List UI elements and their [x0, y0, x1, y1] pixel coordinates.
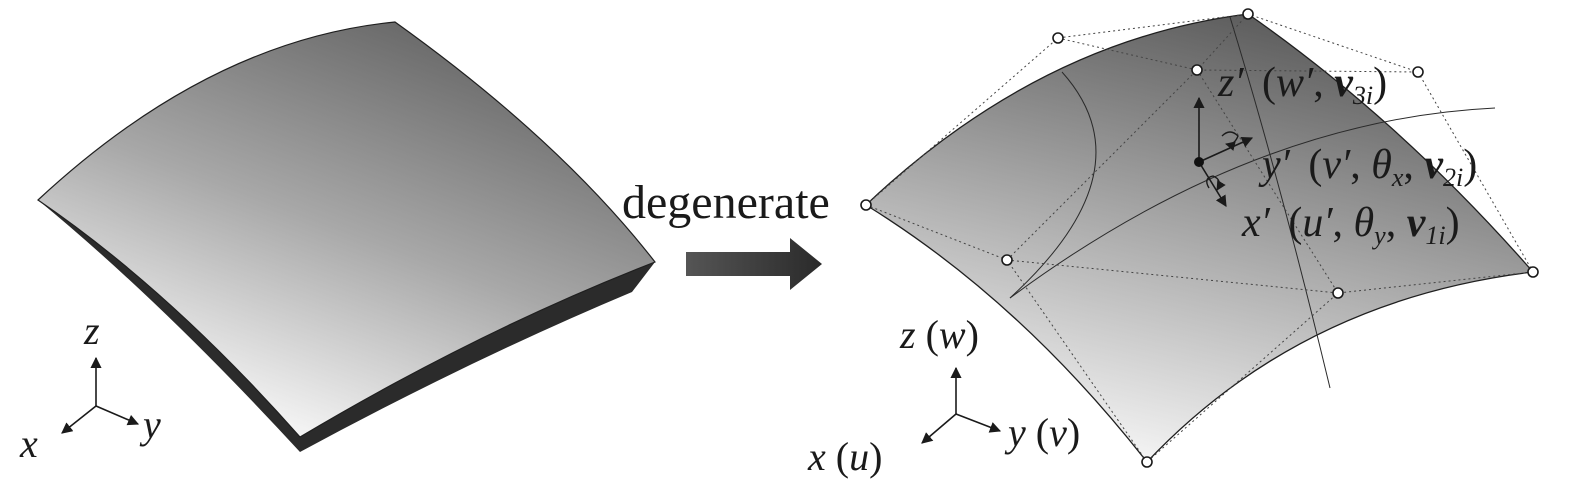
rotation-theta-y-icon [1206, 175, 1226, 191]
y-prime-sub: 2i [1443, 163, 1463, 192]
y-prime-axis: y′ [1258, 142, 1291, 188]
left-axes: z x y [19, 308, 161, 466]
y-prime-vec: v [1424, 142, 1444, 188]
control-points [860, 8, 1539, 468]
local-x-axis [1198, 161, 1227, 207]
left-y-label: y [139, 402, 161, 447]
control-point [1332, 287, 1344, 299]
control-point [1242, 8, 1254, 20]
y-prime-theta-sub: x [1391, 163, 1404, 192]
right-y-label: y (v) [1004, 410, 1080, 455]
local-node [1194, 157, 1204, 167]
thick-shell [37, 21, 656, 452]
x-prime-axis: x′ [1241, 200, 1271, 246]
shell-top-surface [37, 21, 656, 438]
right-z-label: z (w) [899, 312, 979, 357]
right-y-axis [955, 413, 1002, 433]
control-point [1001, 254, 1013, 266]
label-z-prime: z′ (w′, v3i) [1217, 60, 1387, 110]
x-prime-vec: v [1407, 200, 1427, 246]
y-prime-disp: v′ [1322, 142, 1351, 188]
x-prime-theta: θ [1354, 200, 1375, 246]
right-x-axis [921, 413, 957, 444]
control-point [1191, 64, 1203, 76]
degenerate-label: degenerate [622, 176, 830, 229]
rotation-theta-x-icon [1221, 131, 1239, 151]
x-prime-theta-sub: y [1371, 221, 1386, 250]
left-x-label: x [19, 421, 38, 466]
iso-curve-u1 [1009, 71, 1097, 299]
degenerate-arrow: degenerate [622, 176, 830, 290]
control-point [1527, 266, 1539, 278]
x-prime-disp: u′ [1302, 200, 1333, 246]
control-point [1412, 66, 1424, 78]
left-y-axis [95, 405, 140, 426]
label-x-prime: x′ (u′, θy, v1i) [1241, 200, 1460, 250]
z-prime-disp: w′ [1276, 60, 1314, 106]
x-prime-sub: 1i [1425, 221, 1445, 250]
control-point [860, 199, 872, 211]
left-z-label: z [83, 308, 100, 353]
control-point [1052, 32, 1064, 44]
block-arrow-icon [686, 238, 822, 290]
shell-thickness-right [300, 262, 655, 452]
y-prime-theta: θ [1371, 142, 1392, 188]
iso-curve-u2 [1229, 16, 1331, 389]
right-axes: z (w) x (u) y (v) [807, 312, 1080, 479]
label-y-prime: y′ (v′, θx, v2i) [1258, 142, 1477, 192]
iso-curve-v1 [1009, 107, 1496, 299]
right-x-label: x (u) [807, 434, 882, 479]
z-prime-vec: v [1334, 60, 1354, 106]
control-point [1141, 456, 1153, 468]
z-prime-sub: 3i [1352, 81, 1373, 110]
local-frame [1193, 96, 1254, 207]
left-x-axis [61, 405, 97, 434]
z-prime-axis: z′ [1217, 60, 1244, 106]
